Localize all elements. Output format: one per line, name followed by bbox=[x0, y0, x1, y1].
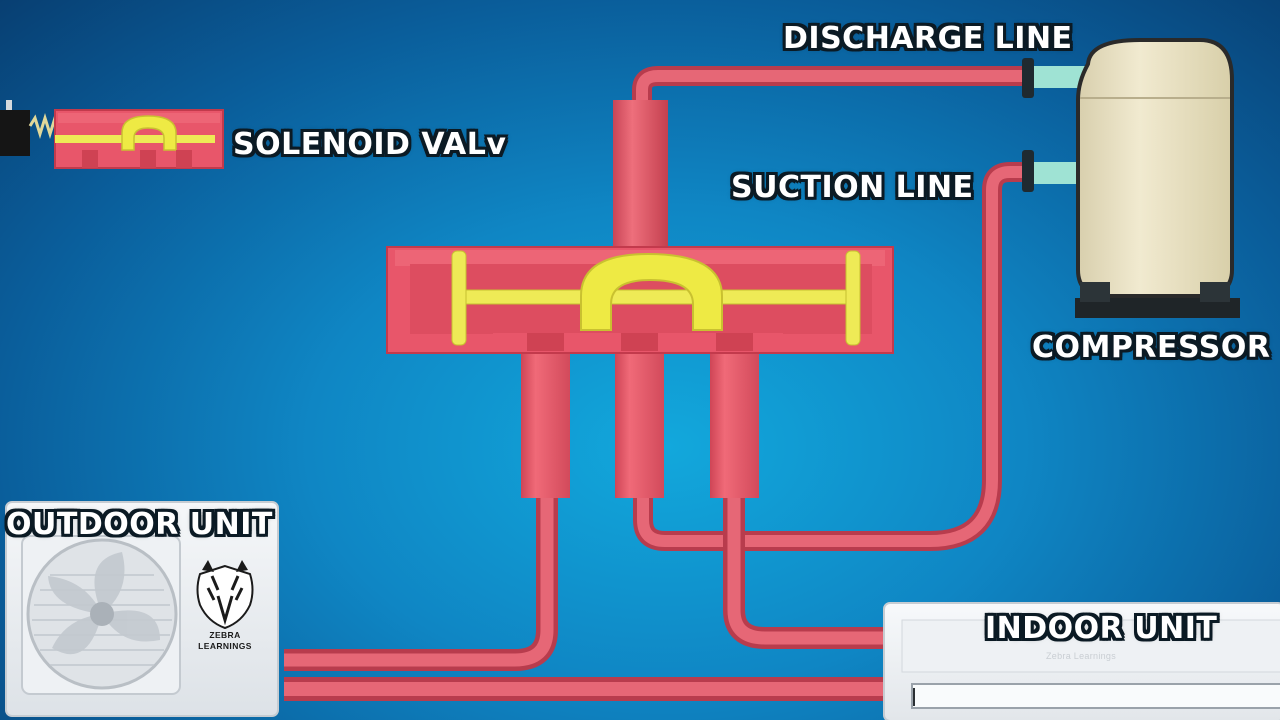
zebra-logo bbox=[196, 560, 254, 630]
suction-line-label: SUCTION LINE bbox=[731, 170, 974, 205]
slide-rod bbox=[451, 289, 861, 305]
logo-line-1: ZEBRA bbox=[209, 630, 241, 640]
outdoor-unit-label: OUTDOOR UNIT bbox=[6, 507, 273, 542]
indoor-unit-label: INDOOR UNIT bbox=[985, 611, 1218, 646]
valve-tube-left bbox=[521, 330, 570, 498]
indoor-brand-text: Zebra Learnings bbox=[1046, 651, 1117, 661]
logo-line-2: LEARNINGS bbox=[198, 641, 252, 651]
outdoor-line-pipe bbox=[284, 495, 558, 671]
solenoid-valve bbox=[0, 100, 224, 169]
compressor-label: COMPRESSOR bbox=[1032, 330, 1271, 365]
solenoid-valve-label: SOLENOID VALv bbox=[233, 127, 507, 162]
outdoor-unit bbox=[5, 501, 279, 717]
suction-line-pipe bbox=[633, 162, 1030, 551]
logo-text: ZEBRA LEARNINGS bbox=[190, 630, 260, 652]
compressor bbox=[1022, 38, 1240, 318]
fan-blades bbox=[48, 552, 160, 655]
valve-tube-center bbox=[615, 330, 664, 498]
slider-cup bbox=[580, 252, 723, 331]
valve-tube-right bbox=[710, 330, 759, 498]
indoor-line-pipe bbox=[723, 495, 888, 649]
discharge-line-label: DISCHARGE LINE bbox=[783, 21, 1073, 56]
reversing-valve bbox=[386, 100, 894, 498]
indoor-unit bbox=[883, 602, 1280, 720]
